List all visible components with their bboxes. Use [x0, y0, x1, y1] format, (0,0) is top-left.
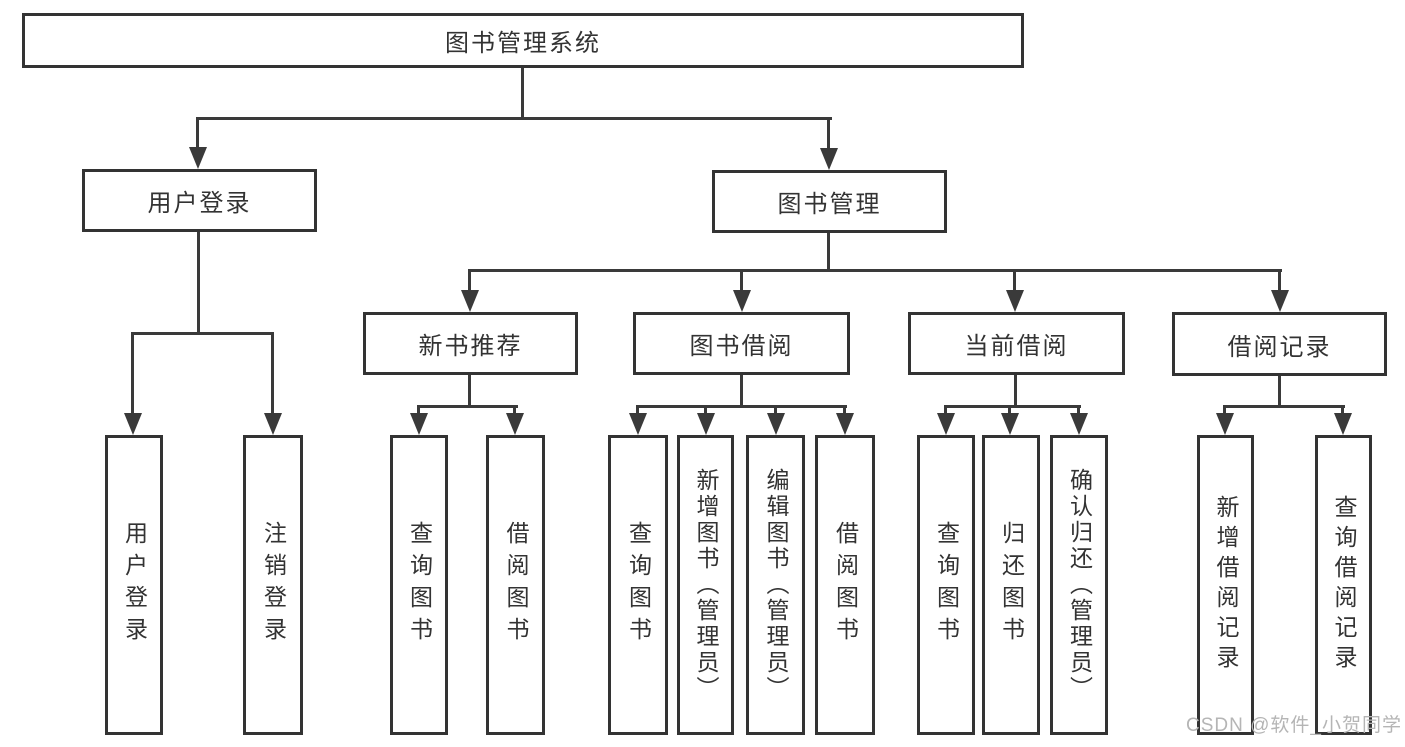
arrow-down-icon	[1271, 290, 1289, 312]
connector-stub	[1223, 405, 1226, 416]
node-book-management-label: 图书管理	[777, 191, 882, 218]
leaf-query-borrow-record: 查询借阅记录	[1315, 435, 1372, 735]
leaf-add-book-admin: 新增图书（管理员）	[677, 435, 734, 735]
arrow-down-icon	[189, 147, 207, 169]
arrow-down-icon	[1001, 413, 1019, 435]
leaf-borrow-book-label: 借阅图书	[832, 521, 859, 649]
leaf-confirm-return-admin-label: 确认归还（管理员）	[1066, 468, 1093, 702]
connector-currentborrow-branch	[944, 405, 1081, 408]
connector-stub	[1008, 405, 1011, 416]
leaf-borrow-book-recommend: 借阅图书	[486, 435, 545, 735]
leaf-add-book-admin-label: 新增图书（管理员）	[693, 468, 719, 702]
connector-stub	[1077, 405, 1080, 416]
leaf-add-borrow-record-label: 新增借阅记录	[1213, 495, 1239, 675]
arrow-down-icon	[461, 290, 479, 312]
node-current-borrow-label: 当前借阅	[964, 333, 1069, 360]
node-root: 图书管理系统	[22, 13, 1024, 68]
connector-stub	[1341, 405, 1344, 416]
leaf-query-book-borrow: 查询图书	[608, 435, 668, 735]
connector-root-drop	[521, 68, 524, 118]
leaf-query-book-current: 查询图书	[917, 435, 975, 735]
leaf-user-login: 用户登录	[105, 435, 163, 735]
leaf-edit-book-admin: 编辑图书（管理员）	[746, 435, 805, 735]
arrow-down-icon	[937, 413, 955, 435]
connector-stub-book-management	[827, 117, 830, 153]
node-book-borrow-label: 图书借阅	[689, 333, 794, 360]
connector-stub	[843, 405, 846, 416]
leaf-logout-label: 注销登录	[260, 521, 287, 649]
leaf-query-book-recommend: 查询图书	[390, 435, 448, 735]
connector-borrowrecord-branch	[1223, 405, 1345, 408]
connector-newbook-drop	[468, 375, 471, 407]
arrow-down-icon	[836, 413, 854, 435]
node-borrow-record: 借阅记录	[1172, 312, 1387, 376]
arrow-down-icon	[1006, 290, 1024, 312]
leaf-return-book: 归还图书	[982, 435, 1040, 735]
leaf-user-login-label: 用户登录	[121, 521, 148, 649]
leaf-query-book-borrow-label: 查询图书	[625, 521, 652, 649]
leaf-query-book-recommend-label: 查询图书	[406, 521, 433, 649]
connector-stub	[944, 405, 947, 416]
connector-stub-user-login	[196, 117, 199, 153]
arrow-down-icon	[1070, 413, 1088, 435]
node-new-book-recommend: 新书推荐	[363, 312, 578, 375]
arrow-down-icon	[264, 413, 282, 435]
connector-stub-user-login-leaf	[131, 332, 134, 415]
leaf-borrow-book-recommend-label: 借阅图书	[503, 521, 529, 649]
leaf-query-book-current-label: 查询图书	[933, 521, 960, 649]
connector-bookmgmt-branch	[468, 269, 1282, 272]
connector-stub	[513, 405, 516, 416]
connector-stub-logout-leaf	[271, 332, 274, 415]
connector-stub	[636, 405, 639, 416]
connector-currentborrow-drop	[1014, 375, 1017, 407]
connector-bookborrow-branch	[636, 405, 847, 408]
arrow-down-icon	[1334, 413, 1352, 435]
node-book-borrow: 图书借阅	[633, 312, 850, 375]
leaf-add-borrow-record: 新增借阅记录	[1197, 435, 1254, 735]
connector-userlogin-branch	[131, 332, 274, 335]
leaf-confirm-return-admin: 确认归还（管理员）	[1050, 435, 1108, 735]
connector-bookmgmt-drop	[827, 233, 830, 271]
connector-bookborrow-drop	[740, 375, 743, 407]
node-user-login-label: 用户登录	[147, 190, 252, 217]
connector-stub-current-borrow	[1013, 269, 1016, 294]
connector-stub	[704, 405, 707, 416]
leaf-return-book-label: 归还图书	[998, 521, 1025, 649]
arrow-down-icon	[1216, 413, 1234, 435]
csdn-watermark: CSDN @软件_小贺同学	[1186, 715, 1402, 736]
connector-stub	[774, 405, 777, 416]
connector-stub-book-borrow	[740, 269, 743, 294]
leaf-query-borrow-record-label: 查询借阅记录	[1331, 495, 1357, 675]
connector-stub-borrow-record	[1278, 269, 1281, 294]
leaf-edit-book-admin-label: 编辑图书（管理员）	[763, 468, 789, 702]
node-user-login: 用户登录	[82, 169, 317, 232]
node-current-borrow: 当前借阅	[908, 312, 1125, 375]
arrow-down-icon	[767, 413, 785, 435]
node-borrow-record-label: 借阅记录	[1227, 333, 1332, 361]
node-new-book-recommend-label: 新书推荐	[418, 333, 523, 360]
connector-root-branch	[196, 117, 832, 120]
arrow-down-icon	[629, 413, 647, 435]
arrow-down-icon	[820, 148, 838, 170]
arrow-down-icon	[733, 290, 751, 312]
connector-stub-new-book	[468, 269, 471, 294]
node-book-management: 图书管理	[712, 170, 947, 233]
arrow-down-icon	[124, 413, 142, 435]
connector-stub	[417, 405, 420, 416]
node-root-label: 图书管理系统	[445, 30, 601, 57]
arrow-down-icon	[697, 413, 715, 435]
leaf-logout: 注销登录	[243, 435, 303, 735]
arrow-down-icon	[506, 413, 524, 435]
connector-borrowrecord-drop	[1278, 375, 1281, 407]
connector-userlogin-drop	[197, 231, 200, 334]
arrow-down-icon	[410, 413, 428, 435]
connector-newbook-branch	[417, 405, 518, 408]
leaf-borrow-book: 借阅图书	[815, 435, 875, 735]
